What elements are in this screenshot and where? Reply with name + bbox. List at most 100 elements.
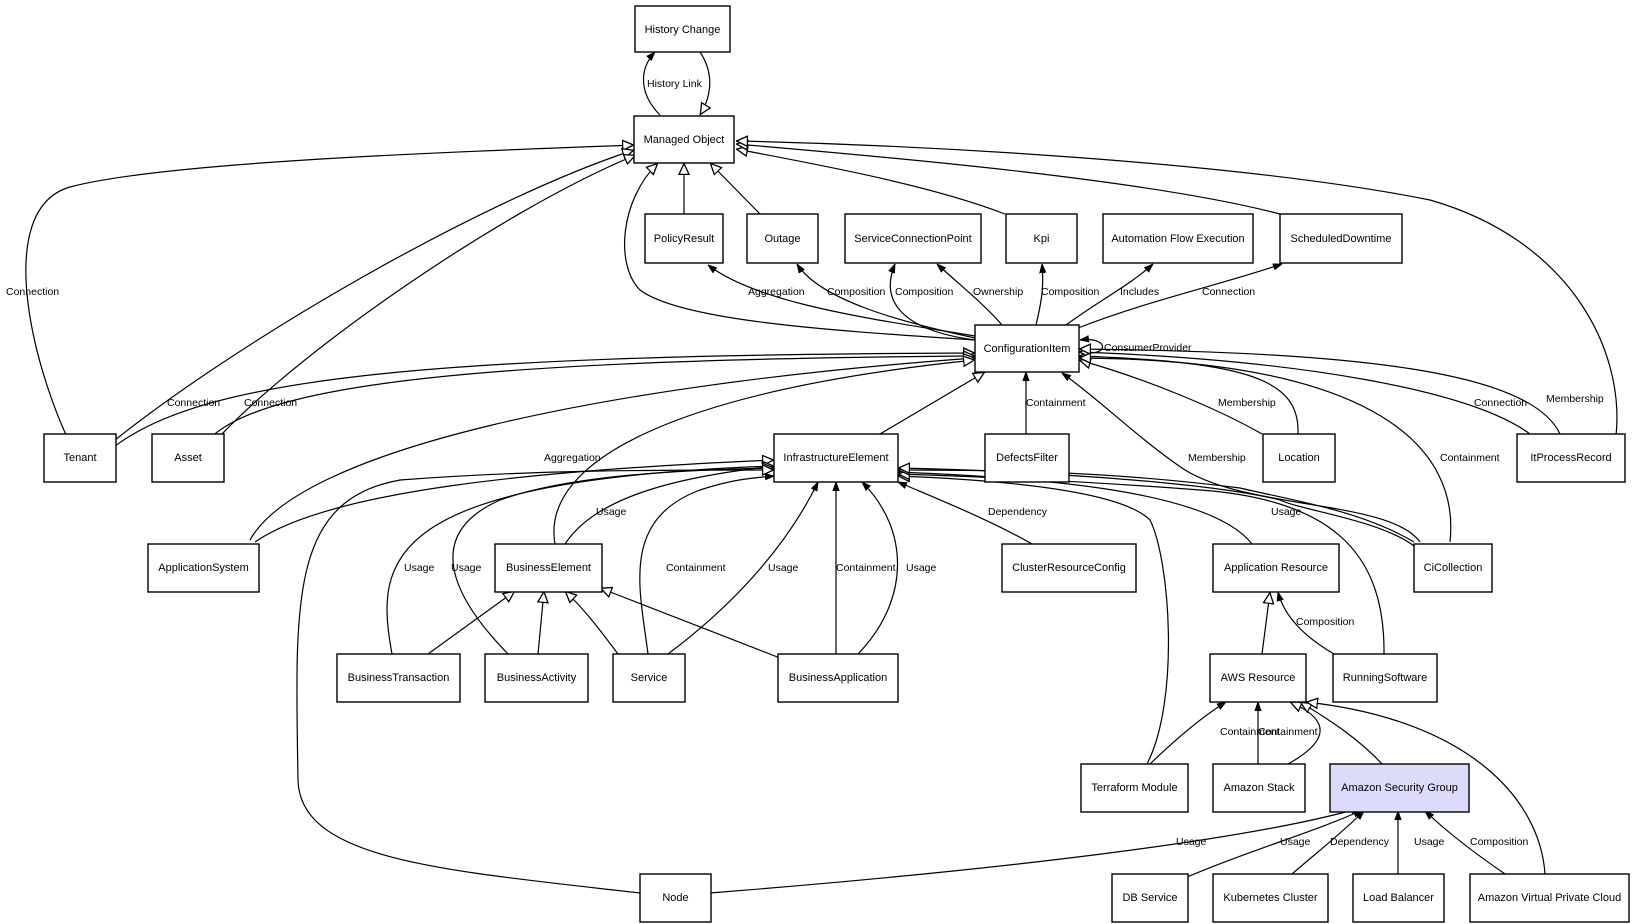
label-stack-aws-containment: Containment (1258, 726, 1318, 738)
node-asset[interactable]: Asset (151, 433, 225, 483)
node-business-element[interactable]: BusinessElement (494, 543, 603, 593)
edge-tenant-ci-connection (99, 353, 975, 460)
label-tenant-ci-connection: Connection (167, 397, 220, 409)
edge-aws-ar (1261, 592, 1270, 655)
node-business-activity[interactable]: BusinessActivity (484, 653, 589, 703)
node-defects-filter[interactable]: DefectsFilter (984, 433, 1070, 483)
node-infrastructure-element[interactable]: InfrastructureElement (773, 433, 899, 483)
node-automation-flow-execution[interactable]: Automation Flow Execution (1102, 213, 1254, 264)
node-label: Location (1278, 452, 1320, 464)
node-amazon-security-group[interactable]: Amazon Security Group (1329, 763, 1470, 813)
label-location-ci-membership: Membership (1218, 397, 1276, 409)
label-cicoll-ci-membership: Membership (1188, 452, 1246, 464)
node-location[interactable]: Location (1262, 433, 1336, 483)
edge-tenant-mo (91, 150, 634, 460)
label-bapp-ie-usage: Usage (906, 562, 937, 574)
edge-db-sg-usage (1179, 810, 1362, 881)
node-amazon-vpc[interactable]: Amazon Virtual Private Cloud (1469, 873, 1630, 923)
node-tenant[interactable]: Tenant (43, 433, 117, 483)
node-amazon-stack[interactable]: Amazon Stack (1212, 763, 1306, 813)
edge-sd-mo (736, 144, 1281, 215)
edge-asset-ci-connection (195, 356, 975, 460)
node-kpi[interactable]: Kpi (1005, 213, 1078, 264)
label-ci-self-consumer-provider: ConsumerProvider (1104, 342, 1192, 354)
label-crc-ie-dependency: Dependency (988, 506, 1048, 518)
node-it-process-record[interactable]: ItProcessRecord (1516, 433, 1626, 483)
label-appsys-ci-aggregation: Aggregation (544, 452, 601, 464)
node-service-connection-point[interactable]: ServiceConnectionPoint (844, 213, 982, 264)
label-svc-ie-usage: Usage (768, 562, 799, 574)
node-configuration-item[interactable]: ConfigurationItem (974, 324, 1080, 373)
node-label: History Change (645, 24, 721, 36)
node-managed-object[interactable]: Managed Object (633, 115, 735, 164)
node-business-application[interactable]: BusinessApplication (777, 653, 899, 703)
node-running-software[interactable]: RunningSoftware (1332, 653, 1438, 703)
label-ba-ie-usage: Usage (451, 562, 482, 574)
node-label: Automation Flow Execution (1111, 233, 1244, 245)
node-node[interactable]: Node (639, 873, 712, 923)
edge-ci-policy-aggregation (708, 265, 976, 337)
node-aws-resource[interactable]: AWS Resource (1209, 653, 1307, 703)
node-label: BusinessTransaction (348, 672, 450, 684)
node-label: Service (631, 672, 668, 684)
node-cluster-resource-config[interactable]: ClusterResourceConfig (1001, 543, 1137, 593)
node-application-system[interactable]: ApplicationSystem (147, 543, 260, 593)
label-ci-sd-connection: Connection (1202, 286, 1255, 298)
node-service[interactable]: Service (612, 653, 686, 703)
edge-rs-ie (898, 474, 1385, 655)
edge-itpr-ci (1079, 349, 1561, 435)
edge-rs-ar-composition (1278, 592, 1335, 655)
node-policy-result[interactable]: PolicyResult (644, 213, 724, 264)
node-label: ScheduledDowntime (1291, 233, 1392, 245)
edge-cicoll-ci-membership (1062, 373, 1421, 543)
node-outage[interactable]: Outage (746, 213, 819, 264)
node-label: BusinessElement (506, 562, 591, 574)
node-label: Managed Object (644, 134, 725, 146)
label-ci-kpi-composition: Composition (1041, 286, 1100, 298)
label-tf-aws-containment: Containment (1220, 726, 1280, 738)
edge-vpc-aws (1306, 702, 1546, 875)
edge-bapp-be (600, 588, 781, 659)
node-scheduled-downtime[interactable]: ScheduledDowntime (1279, 213, 1403, 264)
edge-tenant-mo-connection (25, 145, 634, 460)
edge-history-link-down (699, 51, 710, 115)
node-label: Load Balancer (1363, 892, 1434, 904)
node-label: Terraform Module (1091, 782, 1177, 794)
edge-appsys-ie (254, 460, 774, 543)
label-k8s-sg-dependency: Dependency (1330, 836, 1390, 848)
node-label: Application Resource (1224, 562, 1328, 574)
edge-bt-be (427, 591, 515, 655)
label-vpc-sg-composition: Composition (1470, 836, 1529, 848)
node-history-change[interactable]: History Change (634, 5, 731, 53)
node-kubernetes-cluster[interactable]: Kubernetes Cluster (1212, 873, 1329, 923)
edge-location-ci (1079, 356, 1299, 435)
node-label: Kubernetes Cluster (1223, 892, 1317, 904)
node-load-balancer[interactable]: Load Balancer (1352, 873, 1445, 923)
node-ci-collection[interactable]: CiCollection (1413, 543, 1493, 593)
edge-kpi-mo (736, 149, 1006, 215)
label-history-link: History Link (647, 78, 703, 90)
node-terraform-module[interactable]: Terraform Module (1080, 763, 1189, 813)
edge-vpc-sg-composition (1425, 811, 1506, 875)
edge-ba-be (538, 591, 544, 655)
label-asset-ci-connection: Connection (244, 397, 297, 409)
edge-ci-mo (624, 163, 976, 341)
node-label: Kpi (1034, 233, 1050, 245)
node-label: Node (662, 892, 688, 904)
label-ci-afe-includes: Includes (1120, 286, 1159, 298)
edge-ci-self-consumer-provider (1080, 340, 1104, 354)
node-label: Outage (764, 233, 800, 245)
node-label: ItProcessRecord (1530, 452, 1611, 464)
node-business-transaction[interactable]: BusinessTransaction (336, 653, 461, 703)
node-label: Asset (174, 452, 202, 464)
edge-ci-outage-composition (797, 264, 976, 339)
label-ci-defects-containment: Containment (1026, 397, 1086, 409)
node-application-resource[interactable]: Application Resource (1212, 543, 1340, 593)
node-label: BusinessApplication (789, 672, 887, 684)
node-label: ServiceConnectionPoint (854, 233, 971, 245)
label-node-sg-usage: Usage (1176, 836, 1207, 848)
edge-svc-ie-containment (639, 476, 774, 655)
node-db-service[interactable]: DB Service (1111, 873, 1189, 923)
label-svc-ie-containment: Containment (666, 562, 726, 574)
edge-itpr-mo-membership (736, 141, 1618, 437)
